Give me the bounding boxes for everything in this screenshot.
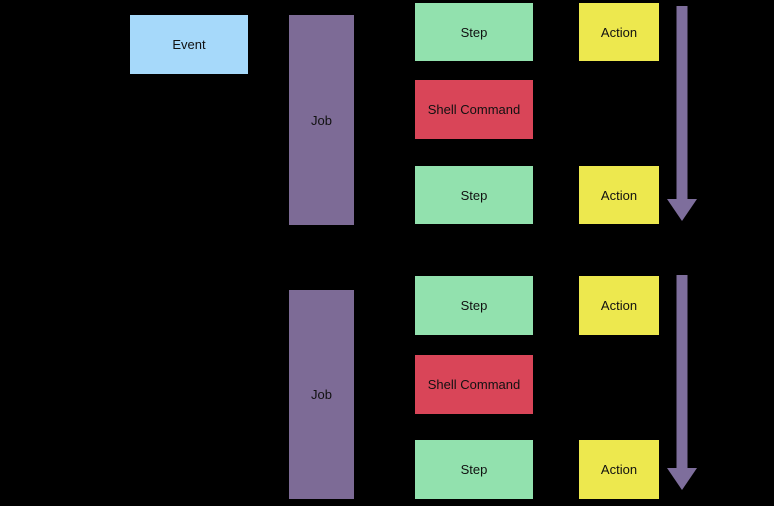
action-label: Action xyxy=(600,298,638,313)
action-label: Action xyxy=(600,462,638,477)
step-label: Step xyxy=(460,298,488,313)
shell-command-node: Shell Command xyxy=(415,80,533,139)
action-label: Action xyxy=(600,24,638,40)
step-node: Step xyxy=(415,276,533,335)
down-arrow-icon xyxy=(667,6,697,221)
job-label: Job xyxy=(311,112,332,128)
action-node: Action xyxy=(579,166,659,224)
step-node: Step xyxy=(415,166,533,224)
shell-command-label: Shell Command xyxy=(427,377,521,392)
action-node: Action xyxy=(579,3,659,61)
job-node: Job xyxy=(289,15,354,225)
shell-command-node: Shell Command xyxy=(415,355,533,414)
event-label: Event xyxy=(172,37,206,52)
job-node: Job xyxy=(289,290,354,499)
step-node: Step xyxy=(415,440,533,499)
shell-command-label: Shell Command xyxy=(427,102,521,117)
job-label: Job xyxy=(311,387,332,402)
event-node: Event xyxy=(130,15,248,74)
action-node: Action xyxy=(579,440,659,499)
step-label: Step xyxy=(460,462,488,477)
action-label: Action xyxy=(600,187,638,203)
step-node: Step xyxy=(415,3,533,61)
down-arrow-icon xyxy=(667,275,697,490)
step-label: Step xyxy=(460,24,488,40)
action-node: Action xyxy=(579,276,659,335)
step-label: Step xyxy=(460,187,488,203)
